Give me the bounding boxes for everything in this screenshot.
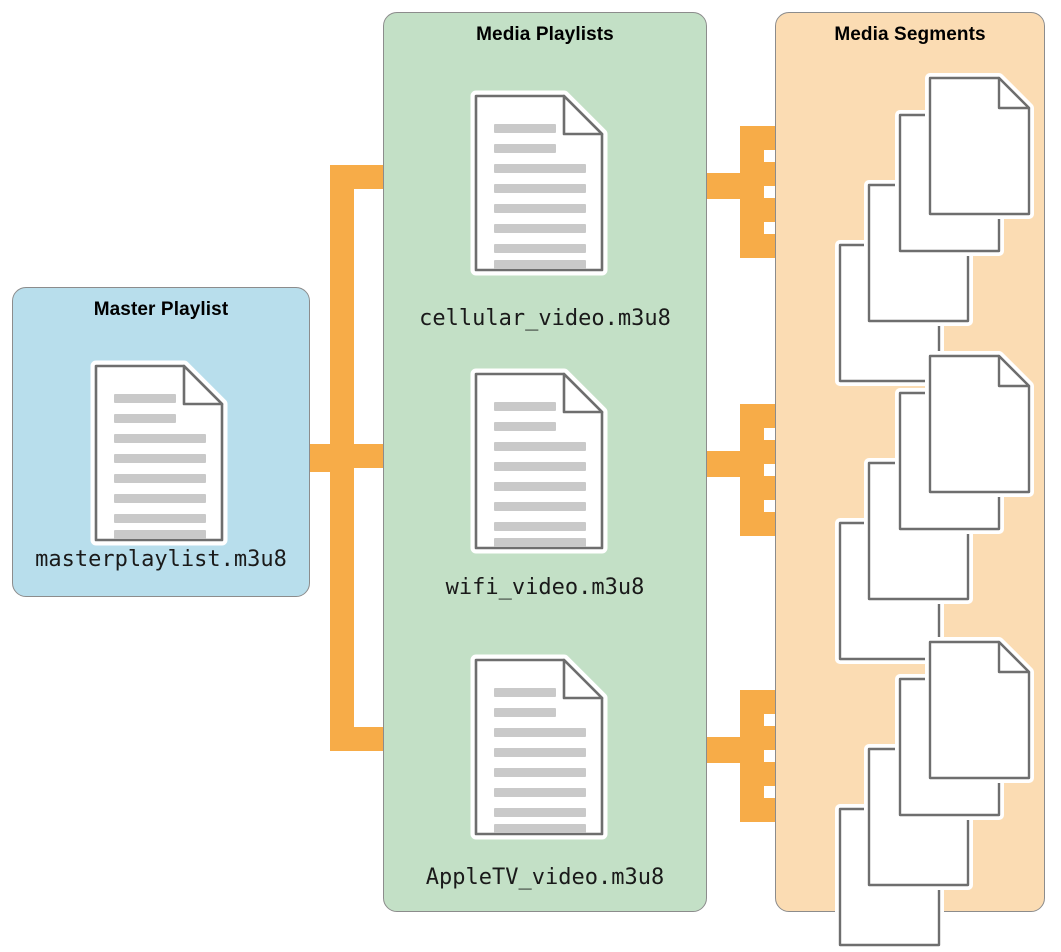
diagram-canvas: Master Playlist masterplaylist.m3u8 Medi… [12,12,1045,947]
panel-caption-wifi-video: wifi_video.m3u8 [445,575,645,600]
panel-caption-master-playlist: masterplaylist.m3u8 [35,547,287,572]
master-branch-arrow [232,148,478,768]
document-text-lines [494,402,586,547]
segment-document-appletv-1[interactable] [923,635,1041,785]
segment-document-wifi-1[interactable] [923,349,1041,499]
document-fold [562,94,604,136]
document-icon-masterplaylist[interactable] [88,358,236,548]
document-fold [997,640,1031,674]
document-body [928,640,1031,780]
panel-title-master-playlist: Master Playlist [93,299,229,320]
panel-title-media-segments: Media Segments [834,24,986,45]
document-icon-cellular-video[interactable] [468,88,616,278]
document-text-lines [494,124,586,269]
panel-caption-appletv-video: AppleTV_video.m3u8 [425,865,665,890]
document-text-lines [114,394,206,539]
document-icon-wifi-video[interactable] [468,366,616,556]
document-body [928,76,1031,216]
document-fold [182,364,224,406]
document-icon-appletv-video[interactable] [468,652,616,842]
document-fold [997,354,1031,388]
segment-document-cellular-1[interactable] [923,71,1041,221]
document-text-lines [494,688,586,833]
document-fold [562,372,604,414]
panel-caption-cellular-video: cellular_video.m3u8 [419,306,671,331]
document-fold [562,658,604,700]
panel-title-media-playlists: Media Playlists [476,24,614,45]
document-fold [997,76,1031,110]
document-body [928,354,1031,494]
